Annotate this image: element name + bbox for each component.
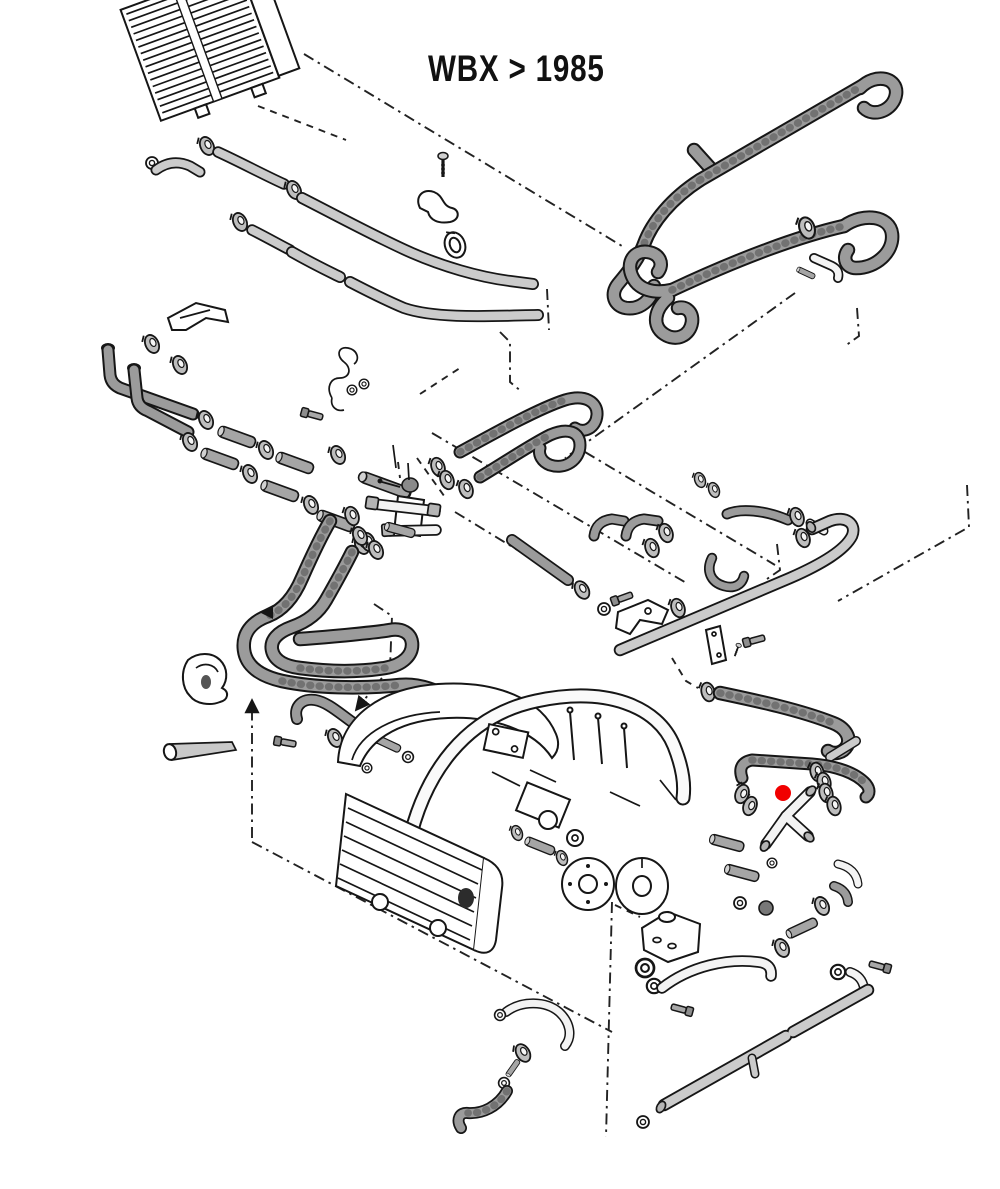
mounting-bracket — [166, 301, 230, 331]
long-coolant-pipe-cluster — [506, 469, 860, 705]
engine-assembly — [334, 682, 692, 954]
hooked-breather-hoses — [606, 71, 904, 345]
intake-crossover-pipe — [402, 690, 690, 852]
screw — [436, 150, 450, 179]
heater-hose-pair — [145, 132, 544, 323]
spring-hook — [328, 346, 359, 412]
construction-lines — [244, 53, 970, 1138]
pipe-y-union — [614, 598, 670, 636]
bottom-left-fittings — [452, 998, 575, 1134]
s-clip — [417, 190, 459, 224]
highlighted-part-marker[interactable] — [775, 785, 791, 801]
tank-cap — [658, 911, 676, 923]
pry-rod — [169, 741, 238, 761]
support-strap — [704, 624, 728, 666]
center-hook-hoses — [453, 391, 604, 484]
radiator-side-tank — [239, 0, 301, 78]
left-loose-parts — [162, 653, 238, 761]
midleft-hose-cluster — [101, 301, 414, 558]
coolant-y-union[interactable] — [759, 784, 818, 853]
bottom-pipes — [634, 859, 893, 1129]
highlighted-union-cluster[interactable] — [707, 685, 876, 916]
hose-clamp — [443, 231, 467, 259]
radiator — [119, 0, 301, 123]
flow-arrow — [259, 605, 273, 619]
valve-actuator — [401, 477, 419, 493]
twin-loop-hoses — [236, 513, 458, 774]
page-title: WBX > 1985 — [428, 48, 605, 89]
